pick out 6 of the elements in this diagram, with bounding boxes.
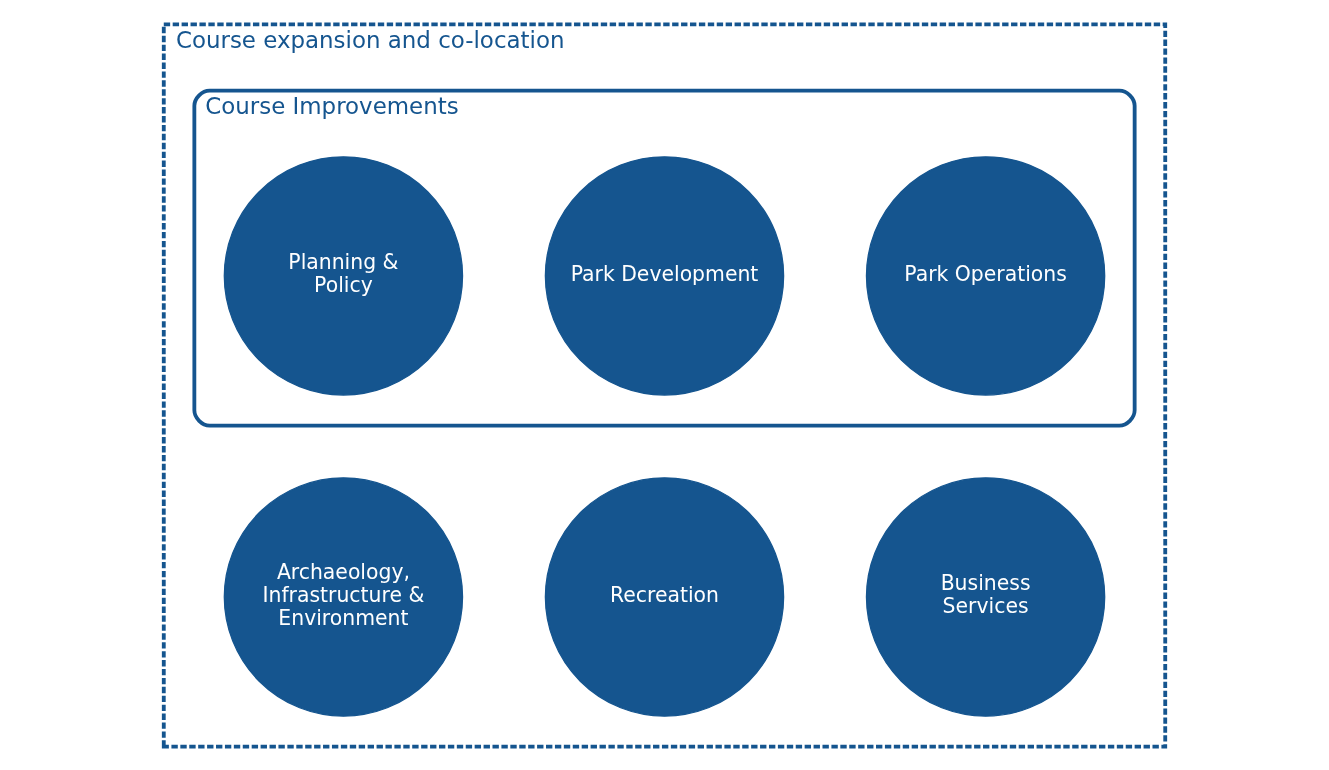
node-circle: Recreation — [544, 476, 785, 717]
node-circle: Planning & Policy — [223, 155, 464, 396]
node-circle: Park Operations — [865, 155, 1106, 396]
node-circle: Archaeology, Infrastructure & Environment — [223, 476, 464, 717]
node-circle: Park Development — [544, 155, 785, 396]
node-circle: Business Services — [865, 476, 1106, 717]
